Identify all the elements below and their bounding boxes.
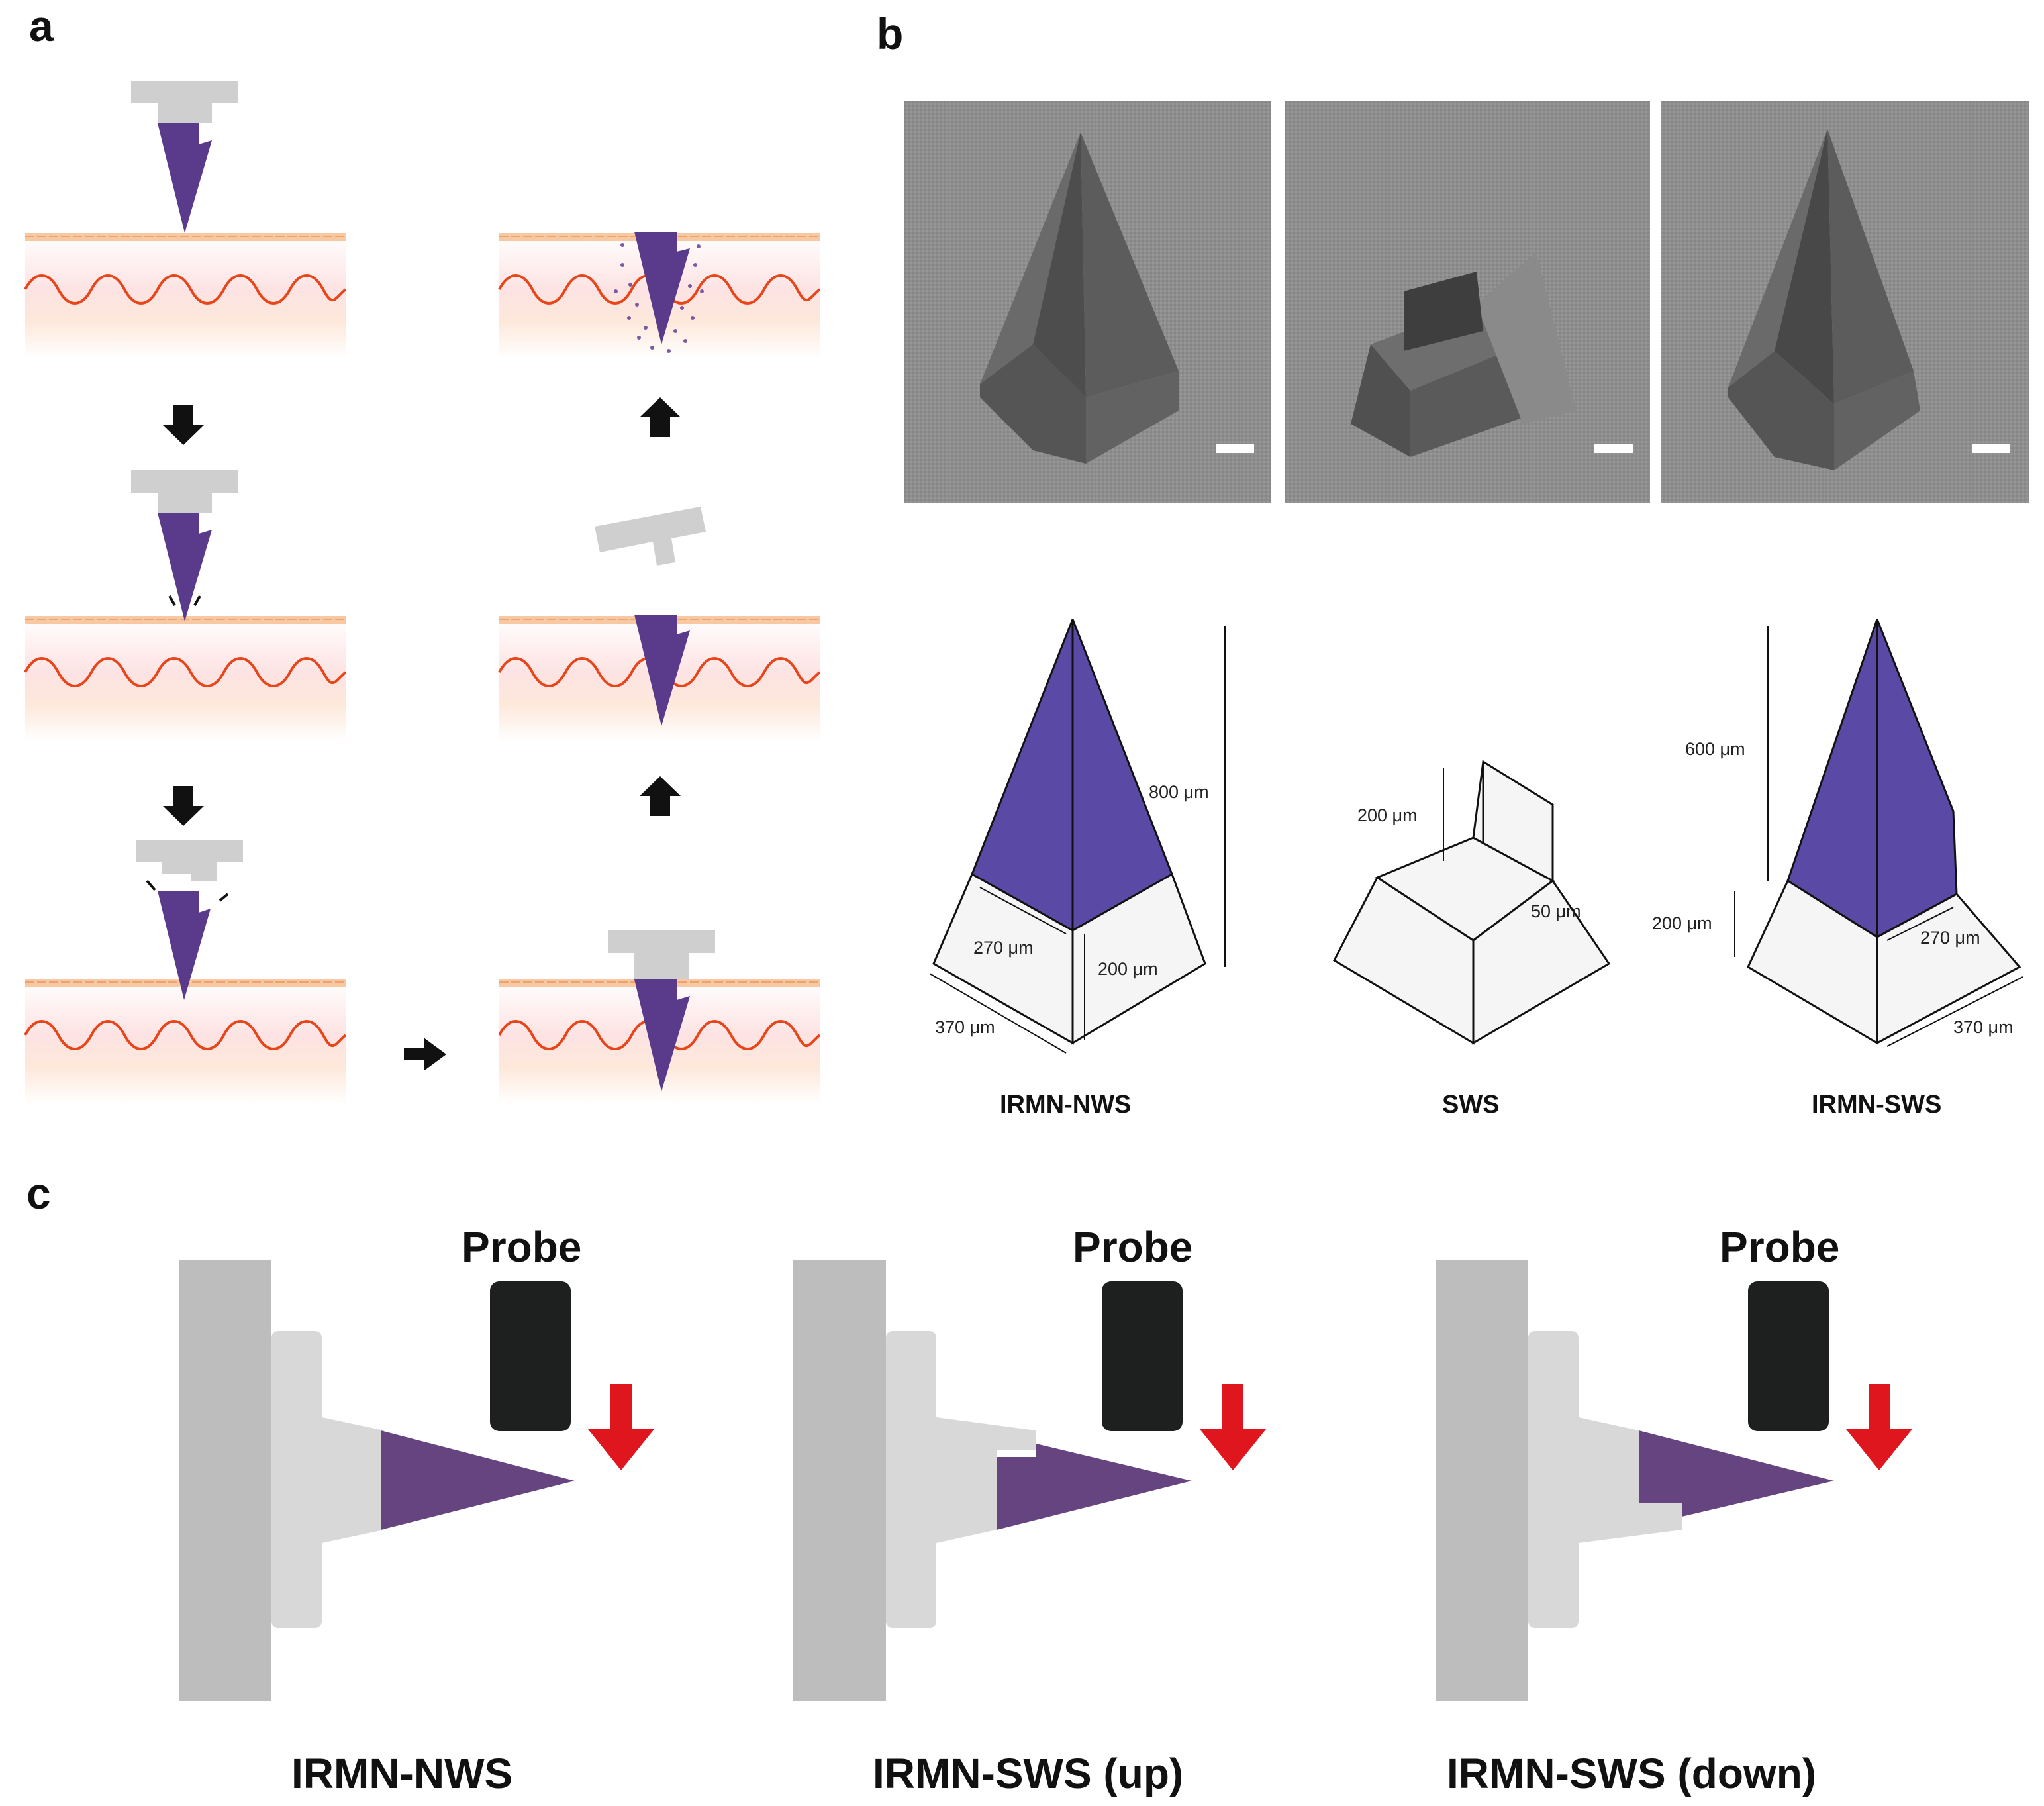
panel-b-caption-1: IRMN-NWS xyxy=(1000,1091,1131,1119)
sem-image-sws xyxy=(1285,101,1650,503)
panel-c-caption-1: IRMN-NWS xyxy=(291,1750,512,1797)
panel-c-setup-sws-down xyxy=(1436,1260,1912,1701)
nws-dim-side-upper: 270 μm xyxy=(973,938,1034,958)
nws-dim-side-height: 200 μm xyxy=(1098,959,1158,979)
nws-dim-base: 370 μm xyxy=(935,1017,995,1037)
panel-a-step4 xyxy=(498,930,821,1106)
panel-a-step3 xyxy=(24,840,347,1106)
panel-a-label: a xyxy=(29,1,54,50)
arrow-up-1 xyxy=(640,776,681,816)
arrow-up-2 xyxy=(640,397,681,437)
arrow-down-1 xyxy=(163,405,204,445)
nws-dim-height: 800 μm xyxy=(1149,782,1209,802)
panel-c-setup-nws xyxy=(179,1260,654,1701)
probe-label-1: Probe xyxy=(462,1223,581,1271)
arrow-right xyxy=(404,1038,446,1071)
panel-c-caption-3: IRMN-SWS (down) xyxy=(1447,1750,1816,1797)
panel-b-label: b xyxy=(877,9,903,58)
panel-a-step1 xyxy=(24,81,347,360)
sws-schematic xyxy=(1333,760,1611,1045)
panel-a-step6 xyxy=(498,232,821,360)
irmn-sws-dim-side-upper: 270 μm xyxy=(1920,928,1980,948)
sws-dim-gap: 50 μm xyxy=(1531,901,1581,921)
nws-schematic xyxy=(929,619,1226,1054)
irmn-sws-dim-lower: 200 μm xyxy=(1652,913,1712,933)
sem-image-irmn-sws xyxy=(1661,101,2029,503)
irmn-sws-dim-upper: 600 μm xyxy=(1685,739,1745,759)
panel-c-setup-sws-up xyxy=(793,1260,1266,1701)
panel-c-label: c xyxy=(26,1169,51,1218)
probe-label-2: Probe xyxy=(1073,1223,1192,1271)
arrow-down-2 xyxy=(163,786,204,826)
irmn-sws-dim-base: 370 μm xyxy=(1953,1017,2014,1037)
probe-label-3: Probe xyxy=(1720,1223,1839,1271)
panel-b-caption-2: SWS xyxy=(1442,1091,1500,1119)
panel-c-caption-2: IRMN-SWS (up) xyxy=(873,1750,1183,1797)
panel-b-caption-3: IRMN-SWS xyxy=(1812,1091,1941,1119)
irmn-sws-schematic xyxy=(1734,619,2023,1047)
sem-image-nws xyxy=(904,101,1271,503)
panel-a-step2 xyxy=(24,470,347,743)
sws-dim-height: 200 μm xyxy=(1357,805,1418,825)
panel-a-step5 xyxy=(498,507,821,743)
